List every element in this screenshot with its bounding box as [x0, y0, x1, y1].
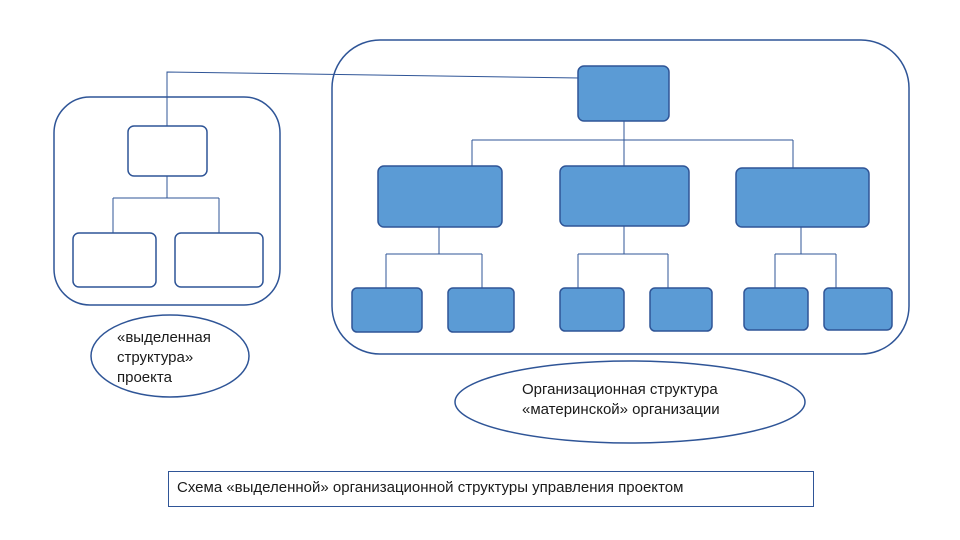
parent-unit-box-1 [351, 287, 423, 333]
link-project-to-parent [166, 71, 581, 126]
parent-division-box-2 [559, 165, 690, 227]
project-subunit-box-2 [174, 232, 264, 288]
project-manager-box [127, 125, 208, 177]
parent-unit-box-4 [649, 287, 713, 332]
parent-unit-box-5 [743, 287, 809, 331]
parent-unit-box-6 [823, 287, 893, 331]
parent-unit-box-2 [447, 287, 515, 333]
project-structure-label: «выделенная структура» проекта [117, 329, 211, 386]
parent-structure-label: Организационная структура «материнской» … [522, 381, 720, 418]
parent-top-manager-box [577, 65, 670, 122]
parent-division-box-3 [735, 167, 870, 228]
parent-organization-panel [331, 39, 910, 355]
parent-division-box-1 [377, 165, 503, 228]
project-tree-connectors [112, 176, 220, 233]
project-subunit-box-1 [72, 232, 157, 288]
parent-label-ellipse [454, 360, 806, 444]
project-label-ellipse [90, 314, 250, 398]
parent-unit-box-3 [559, 287, 625, 332]
diagram-caption: Схема «выделенной» организационной струк… [168, 471, 814, 507]
parent-tree-connectors [385, 121, 837, 288]
